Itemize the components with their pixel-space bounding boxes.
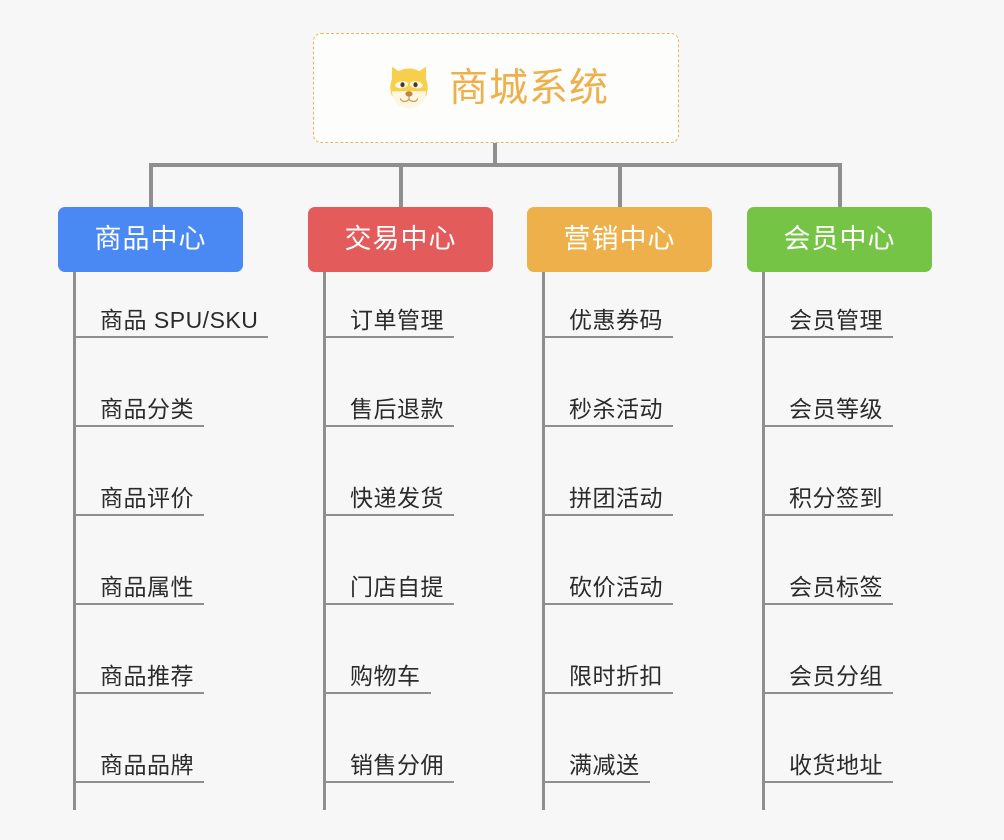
leaf-spine-0 — [73, 272, 76, 810]
leaf-item-3-5[interactable]: 收货地址 — [765, 751, 893, 783]
leaf-label-1-2: 快递发货 — [350, 484, 444, 511]
leaf-label-1-0: 订单管理 — [350, 306, 444, 333]
leaf-label-0-4: 商品推荐 — [100, 662, 194, 689]
branch-node-0[interactable]: 商品中心 — [58, 207, 243, 272]
leaf-label-1-1: 售后退款 — [350, 395, 444, 422]
connector-drop-4 — [838, 163, 842, 209]
leaf-spine-3 — [762, 272, 765, 810]
root-title: 商城系统 — [448, 66, 609, 110]
leaf-item-3-3[interactable]: 会员标签 — [765, 573, 893, 605]
leaf-item-1-3[interactable]: 门店自提 — [326, 573, 454, 605]
branch-node-2[interactable]: 营销中心 — [527, 207, 712, 272]
leaf-spine-1 — [323, 272, 326, 810]
leaf-label-2-5: 满减送 — [569, 751, 640, 778]
connector-drop-2 — [399, 163, 403, 209]
connector-drop-3 — [618, 163, 622, 209]
leaf-item-0-1[interactable]: 商品分类 — [76, 395, 204, 427]
connector-root-stem — [493, 143, 497, 165]
leaf-item-3-4[interactable]: 会员分组 — [765, 662, 893, 694]
leaf-label-2-1: 秒杀活动 — [569, 395, 663, 422]
root-node[interactable]: 商城系统 — [313, 33, 679, 143]
leaf-item-0-2[interactable]: 商品评价 — [76, 484, 204, 516]
leaf-label-3-0: 会员管理 — [789, 306, 883, 333]
leaf-item-1-4[interactable]: 购物车 — [326, 662, 431, 694]
leaf-item-2-5[interactable]: 满减送 — [545, 751, 650, 783]
leaf-item-0-3[interactable]: 商品属性 — [76, 573, 204, 605]
leaf-label-2-4: 限时折扣 — [569, 662, 663, 689]
leaf-item-2-3[interactable]: 砍价活动 — [545, 573, 673, 605]
branch-node-1[interactable]: 交易中心 — [308, 207, 493, 272]
leaf-label-1-3: 门店自提 — [350, 573, 444, 600]
leaf-label-0-0: 商品 SPU/SKU — [100, 306, 259, 333]
leaf-item-2-4[interactable]: 限时折扣 — [545, 662, 673, 694]
leaf-item-3-2[interactable]: 积分签到 — [765, 484, 893, 516]
leaf-item-2-1[interactable]: 秒杀活动 — [545, 395, 673, 427]
leaf-item-1-2[interactable]: 快递发货 — [326, 484, 454, 516]
connector-horizontal-bus — [150, 163, 840, 167]
branch-label-2: 营销中心 — [563, 224, 676, 254]
leaf-item-0-5[interactable]: 商品品牌 — [76, 751, 204, 783]
branch-node-3[interactable]: 会员中心 — [747, 207, 932, 272]
leaf-label-1-5: 销售分佣 — [350, 751, 444, 778]
leaf-label-3-4: 会员分组 — [789, 662, 883, 689]
leaf-label-3-1: 会员等级 — [789, 395, 883, 422]
shiba-dog-face-icon — [390, 66, 428, 109]
leaf-label-2-0: 优惠券码 — [569, 306, 663, 333]
leaf-item-0-0[interactable]: 商品 SPU/SKU — [76, 306, 268, 338]
leaf-item-2-2[interactable]: 拼团活动 — [545, 484, 673, 516]
leaf-item-1-5[interactable]: 销售分佣 — [326, 751, 454, 783]
leaf-item-3-0[interactable]: 会员管理 — [765, 306, 893, 338]
leaf-label-0-2: 商品评价 — [100, 484, 194, 511]
leaf-spine-2 — [542, 272, 545, 810]
leaf-label-0-1: 商品分类 — [100, 395, 194, 422]
leaf-item-3-1[interactable]: 会员等级 — [765, 395, 893, 427]
leaf-label-3-5: 收货地址 — [789, 751, 883, 778]
leaf-label-0-3: 商品属性 — [100, 573, 194, 600]
leaf-label-3-2: 积分签到 — [789, 484, 883, 511]
branch-label-0: 商品中心 — [94, 224, 207, 254]
connector-drop-1 — [149, 163, 153, 209]
leaf-label-0-5: 商品品牌 — [100, 751, 194, 778]
branch-label-3: 会员中心 — [783, 224, 896, 254]
leaf-label-3-3: 会员标签 — [789, 573, 883, 600]
leaf-label-2-2: 拼团活动 — [569, 484, 663, 511]
leaf-item-0-4[interactable]: 商品推荐 — [76, 662, 204, 694]
leaf-item-1-0[interactable]: 订单管理 — [326, 306, 454, 338]
branch-label-1: 交易中心 — [344, 224, 457, 254]
leaf-label-1-4: 购物车 — [350, 662, 421, 689]
leaf-item-2-0[interactable]: 优惠券码 — [545, 306, 673, 338]
leaf-label-2-3: 砍价活动 — [569, 573, 663, 600]
leaf-item-1-1[interactable]: 售后退款 — [326, 395, 454, 427]
